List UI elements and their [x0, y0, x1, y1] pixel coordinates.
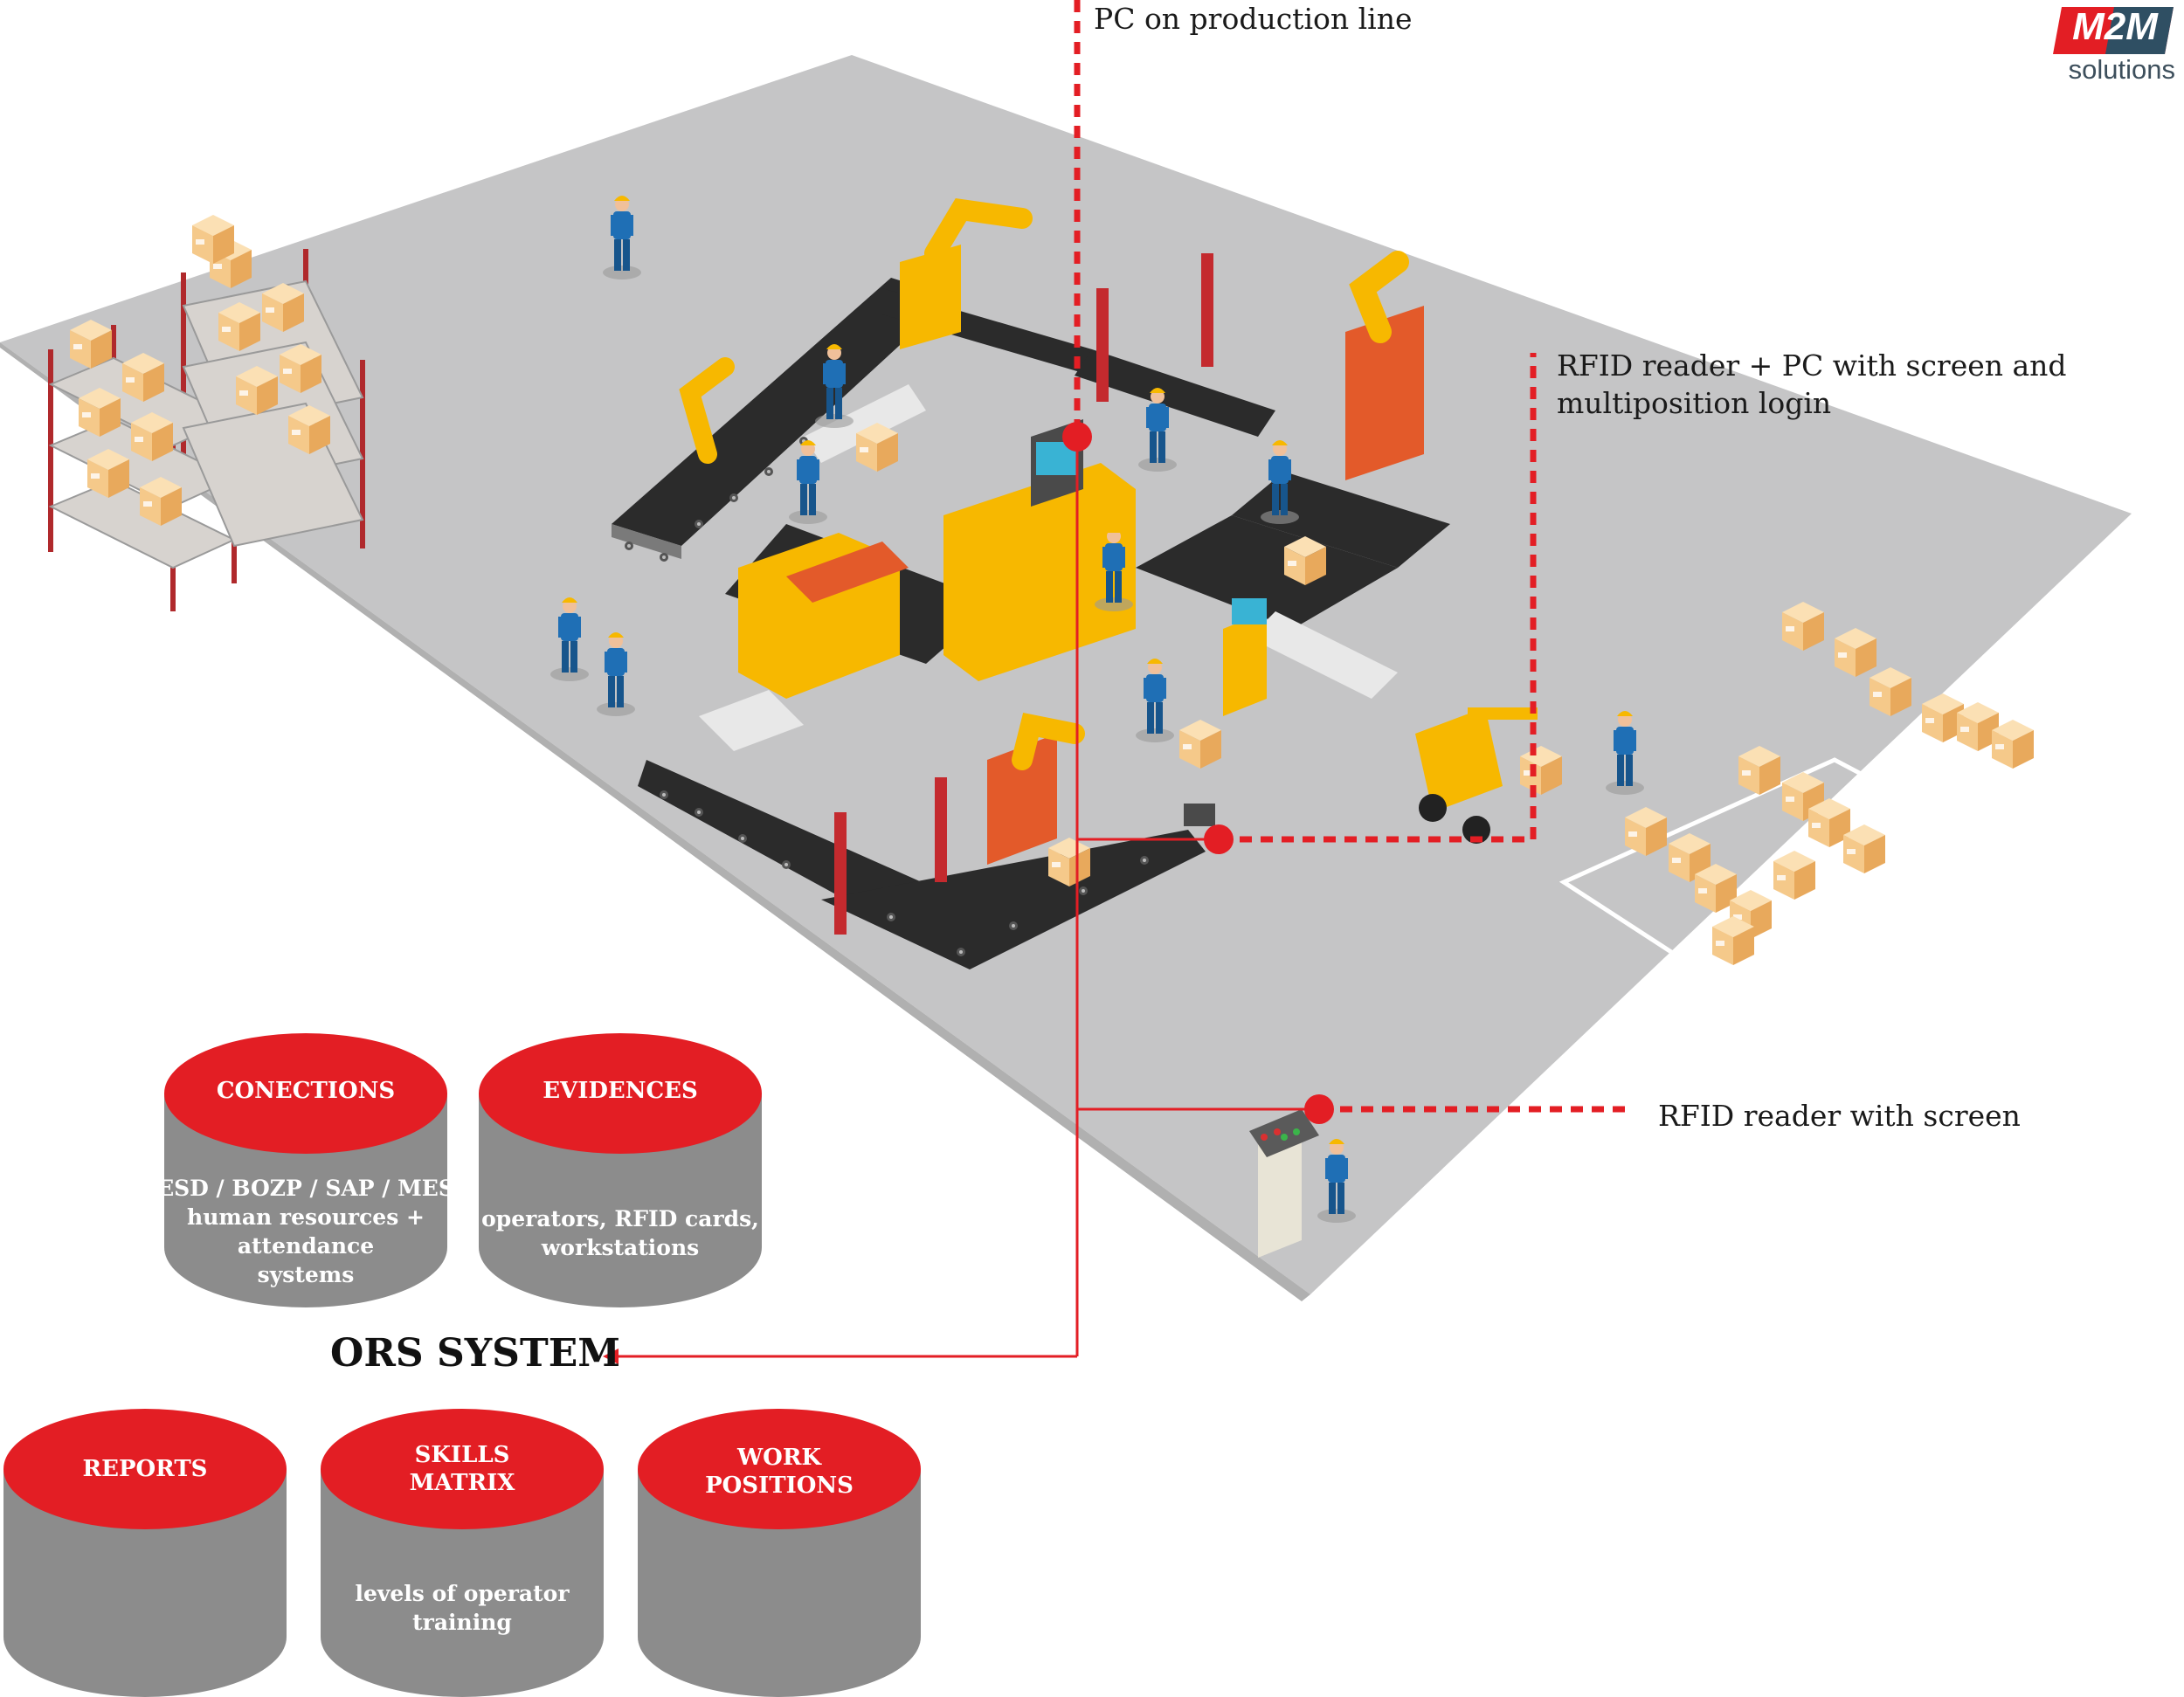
conections-line-1: ESD / BOZP / SAP / MES: [157, 1176, 454, 1201]
positions-title-line-1: WORK: [736, 1445, 822, 1471]
evidences-line-1: operators, RFID cards,: [481, 1206, 759, 1231]
cylinder-evidences: [479, 1033, 762, 1307]
skills-title-line-1: SKILLS: [414, 1442, 510, 1468]
cylinder-positions: [638, 1409, 921, 1697]
kiosk-terminal-icon: [1184, 598, 1319, 1258]
m2m-logo: [2053, 7, 2174, 54]
callout-pc-production-line: PC on production line: [1094, 2, 1413, 36]
cylinder-conections: [164, 1033, 447, 1307]
callout-rfid-pc-line2: multiposition login: [1557, 386, 1832, 420]
pallet-boxes-icon: [1559, 602, 2034, 998]
callout-rfid-pc-screen: RFID reader + PC with screen and multipo…: [1557, 347, 2067, 422]
conections-line-4: systems: [257, 1262, 355, 1287]
logo-brand: M2M: [2072, 5, 2158, 48]
pc-line-node: [1062, 422, 1092, 452]
callout-rfid-screen: RFID reader with screen: [1658, 1099, 2021, 1133]
reports-title: REPORTS: [82, 1456, 208, 1482]
rfid-pc-node: [1204, 824, 1234, 854]
skills-line-2: training: [412, 1610, 512, 1635]
skills-desc: levels of operator training: [312, 1579, 612, 1637]
evidences-desc: operators, RFID cards, workstations: [470, 1204, 771, 1262]
evidences-title: EVIDENCES: [543, 1078, 698, 1104]
factory-floor: [0, 55, 2132, 1294]
skills-line-1: levels of operator: [355, 1581, 570, 1606]
skills-title-line-2: MATRIX: [409, 1470, 515, 1496]
evidences-line-2: workstations: [541, 1235, 700, 1260]
conections-line-2: human resources +: [187, 1204, 425, 1230]
conections-desc: ESD / BOZP / SAP / MES human resources +…: [156, 1174, 456, 1289]
conections-title: CONECTIONS: [216, 1078, 396, 1104]
storage-rack-icon: [48, 215, 365, 611]
arrow-head-icon: [603, 1349, 619, 1364]
connection-lines: [612, 0, 1634, 1358]
ors-system-label: ORS SYSTEM: [330, 1331, 620, 1376]
forklift-icon: [1415, 707, 1562, 844]
robot-arm-icon: [679, 197, 1424, 865]
rfid-screen-node: [1304, 1094, 1334, 1124]
positions-title: WORK POSITIONS: [638, 1444, 921, 1500]
positions-title-line-2: POSITIONS: [705, 1473, 854, 1499]
cylinder-reports: [3, 1409, 287, 1697]
conections-line-3: attendance: [237, 1233, 375, 1259]
logo-sub: solutions: [2068, 54, 2175, 85]
callout-rfid-pc-line1: RFID reader + PC with screen and: [1557, 348, 2067, 383]
cylinder-skills: [321, 1409, 604, 1697]
skills-title: SKILLS MATRIX: [321, 1441, 604, 1497]
